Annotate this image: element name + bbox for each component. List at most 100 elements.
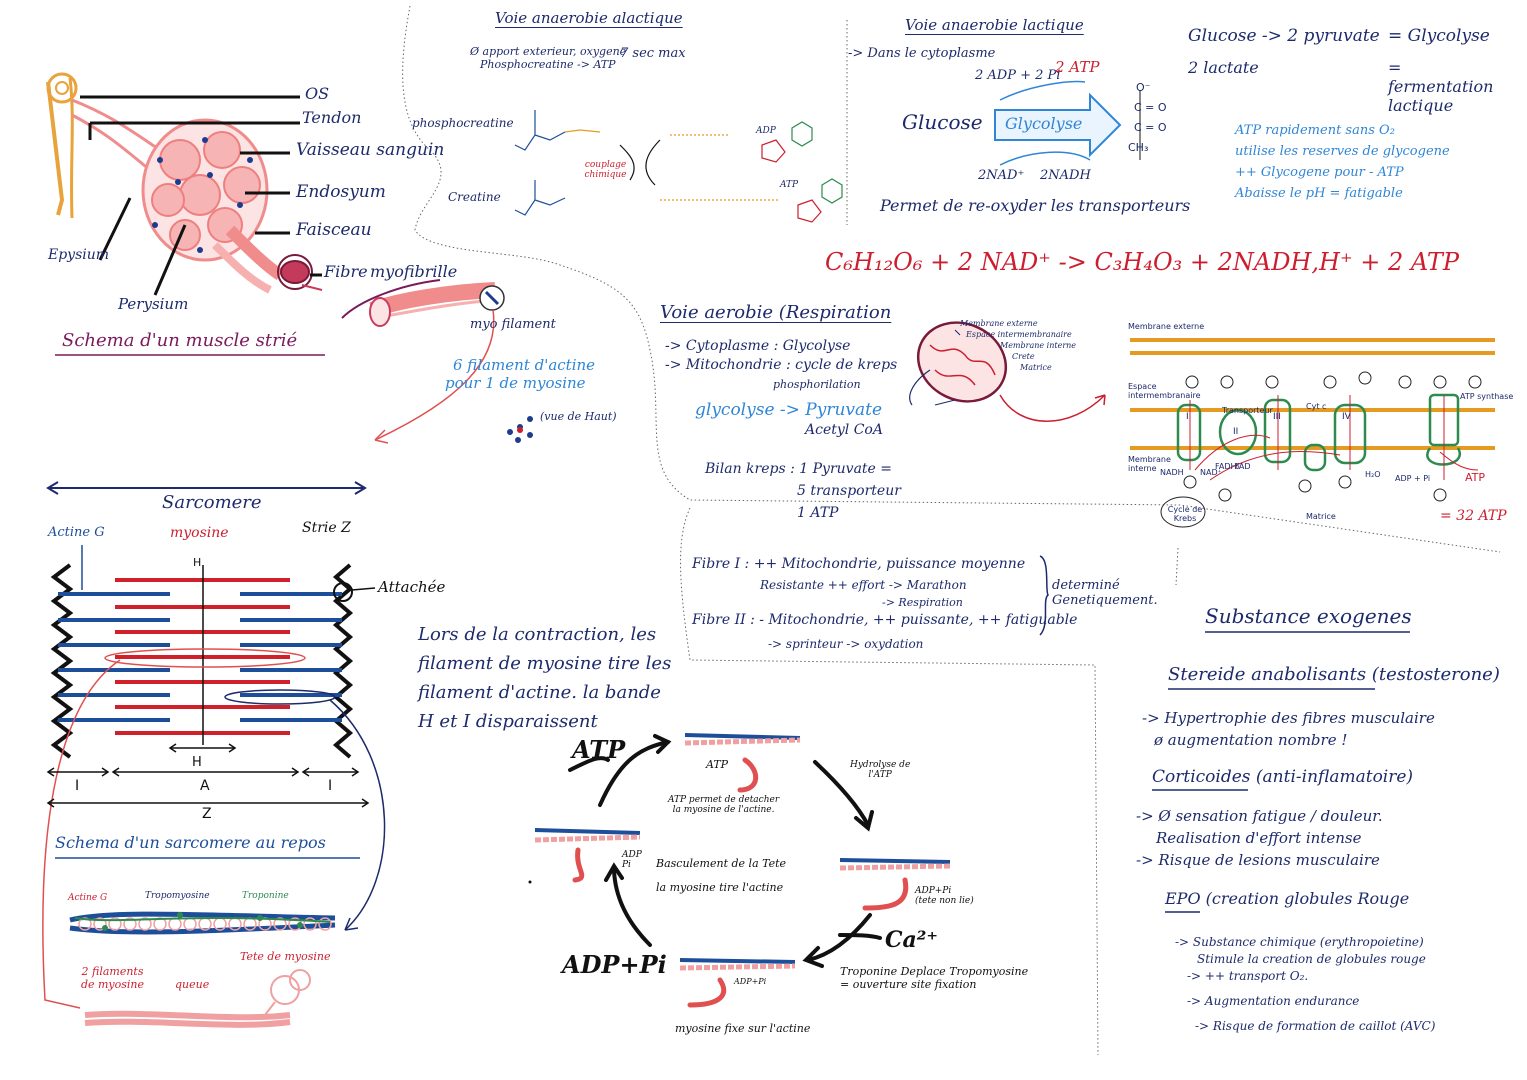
label-myofilament: myo filament xyxy=(470,317,556,332)
alactique-notes: Ø apport exterieur, oxygene Phosphocreat… xyxy=(470,45,627,71)
glycolyse-arrow xyxy=(994,80,1141,166)
cycle-top-note: ATP permet de detacher la myosine de l'a… xyxy=(668,795,780,815)
cycle-calcium: Ca²⁺ xyxy=(885,927,939,953)
cycle-bottom-note: myosine fixe sur l'actine xyxy=(675,1022,811,1035)
alactique-title: Voie anaerobie alactique xyxy=(495,9,683,27)
fibre2-line1: Fibre II : - Mitochondrie, ++ puissante,… xyxy=(692,612,1078,628)
aerobie-title: Voie aerobie (Respiration xyxy=(660,302,892,323)
lactique-equation: 2 ADP + 2 Pi xyxy=(975,68,1061,83)
band-i-left: I xyxy=(75,778,80,794)
cortico-notes: -> Ø sensation fatigue / douleur. Realis… xyxy=(1136,807,1383,869)
label-creatine: Creatine xyxy=(448,190,501,204)
cycle-hydrolyse: Hydrolyse de l'ATP xyxy=(850,760,911,780)
etc-complex-1: I xyxy=(1186,412,1189,422)
etc-complex-3: III xyxy=(1273,412,1281,422)
etc-label-atp: ATP xyxy=(1465,471,1486,484)
label-epysium: Epysium xyxy=(48,247,110,263)
cycle-left-label: ADP Pi xyxy=(622,850,642,870)
contraction-text: Lors de la contraction, les filament de … xyxy=(418,624,672,732)
steroide-notes: -> Hypertrophie des fibres musculaire ø … xyxy=(1142,709,1435,749)
mito-labels: Membrane externe Espace intermembranaire… xyxy=(960,319,1077,372)
etc-label-cytc: Cyt c xyxy=(1306,402,1327,411)
label-actine-g: Actine G xyxy=(48,525,105,540)
etc-complex-4: IV xyxy=(1342,412,1351,422)
etc-label-nadh: NADH xyxy=(1160,468,1184,477)
lactique-atp: 2 ATP xyxy=(1055,58,1100,76)
label-vaisseau: Vaisseau sanguin xyxy=(296,140,445,160)
lactique-nadh: 2NADH xyxy=(1040,168,1091,183)
band-a: A xyxy=(200,778,210,794)
label-strie-z: Strie Z xyxy=(302,520,351,536)
sarcomere-title: Sarcomere xyxy=(162,492,262,513)
label-myofibrille: myofibrille xyxy=(370,262,458,281)
label-couplage: couplage chimique xyxy=(584,160,627,180)
etc-label-fadh2: FADH₂ xyxy=(1215,462,1240,471)
aerobie-acetyl: Acetyl CoA xyxy=(805,422,883,438)
muscle-diagram xyxy=(46,72,533,444)
contraction-cycle-drawing xyxy=(528,733,951,1008)
fibre2-line2: -> sprinteur -> oxydation xyxy=(768,637,924,651)
lactique-glycolyse: Glycolyse xyxy=(1005,114,1083,133)
etc-label-nad: NAD⁺ xyxy=(1200,468,1222,477)
myosin-tete: Tete de myosine xyxy=(240,950,331,963)
label-os: OS xyxy=(305,84,330,103)
label-atp: ATP xyxy=(780,180,799,190)
cortico-title: Corticoides (anti-inflamatoire) xyxy=(1152,767,1414,787)
cycle-adppi: ADP+Pi xyxy=(562,950,667,979)
summary-result-2: = fermentation lactique xyxy=(1388,58,1494,115)
summary-line-2: 2 lactate xyxy=(1188,58,1259,77)
section-dividers xyxy=(402,5,1501,1056)
pyruvate-formula: O⁻ C = O C = O CH₃ xyxy=(1128,81,1167,154)
etc-label-matrice: Matrice xyxy=(1306,512,1336,521)
lactique-note: Permet de re-oxyder les transporteurs xyxy=(880,196,1191,215)
label-myosine: myosine xyxy=(170,525,229,541)
label-adp: ADP xyxy=(756,126,776,136)
etc-label-krebs: Cycle de Krebs xyxy=(1167,505,1203,523)
lactique-nad: 2NAD⁺ xyxy=(978,168,1025,183)
label-faisceau: Faisceau xyxy=(296,220,372,240)
cycle-right-label: ADP+Pi (tete non lie) xyxy=(915,886,974,906)
substances-title: Substance exogenes xyxy=(1205,604,1412,628)
phosphocreatine-structures xyxy=(514,110,843,223)
detail-tropomyosine: Tropomyosine xyxy=(145,891,210,901)
lactique-glucose: Glucose xyxy=(902,110,983,134)
etc-label-transporteur: Transporteur xyxy=(1222,406,1273,415)
fibres-note: determiné Genetiquement. xyxy=(1052,578,1158,608)
band-i-right: I xyxy=(328,778,333,794)
label-perysium: Perysium xyxy=(118,295,189,313)
aerobie-glycolyse: glycolyse -> Pyruvate xyxy=(695,400,883,420)
fibre1-line3: -> Respiration xyxy=(882,596,963,609)
aerobie-lines: -> Cytoplasme : Glycolyse -> Mitochondri… xyxy=(665,338,898,391)
detail-actine-g: Actine G xyxy=(68,893,108,903)
etc-label-espace: Espace intermembranaire xyxy=(1128,382,1201,400)
label-phosphocreatine: phosphocreatine xyxy=(412,116,514,130)
fibre-bracket xyxy=(1039,555,1049,636)
cycle-bottom-label: ADP+Pi xyxy=(734,977,767,986)
etc-label-adp-pi: ADP + Pi xyxy=(1395,474,1431,483)
aerobie-bilan: Bilan kreps : 1 Pyruvate = 5 transporteu… xyxy=(705,461,901,521)
band-h: H xyxy=(192,755,202,770)
band-z: Z xyxy=(202,806,212,822)
glucose-equation: C₆H₁₂O₆ + 2 NAD⁺ -> C₃H₄O₃ + 2NADH,H⁺ + … xyxy=(825,248,1460,276)
sarcomere-diagram xyxy=(42,481,386,1028)
lactique-title: Voie anaerobie lactique xyxy=(905,16,1084,34)
label-attachee: Attachée xyxy=(378,578,446,596)
mitochondrion-drawing xyxy=(909,321,1106,422)
vue-label: (vue de Haut) xyxy=(540,410,617,423)
summary-notes: ATP rapidement sans O₂ utilise les reser… xyxy=(1235,123,1450,201)
steroide-title: Stereide anabolisants (testosterone) xyxy=(1168,664,1500,685)
cycle-bascule: Basculement de la Tete la myosine tire l… xyxy=(656,857,787,894)
detail-troponine: Troponine xyxy=(242,891,289,901)
etc-label-fad: FAD xyxy=(1235,462,1251,471)
electron-transport-chain xyxy=(1130,338,1495,528)
cycle-atp: ATP xyxy=(572,735,626,764)
sarcomere-schema-title: Schema d'un sarcomere au repos xyxy=(55,833,326,852)
fibre1-line1: Fibre I : ++ Mitochondrie, puissance moy… xyxy=(692,556,1026,572)
label-endosyum: Endosyum xyxy=(296,182,386,202)
alactique-duree: 7 sec max xyxy=(620,46,686,61)
fibre1-line2: Resistante ++ effort -> Marathon xyxy=(760,578,967,592)
label-h-top: H xyxy=(193,556,202,569)
etc-label-membrane-externe: Membrane externe xyxy=(1128,322,1205,331)
myosin-queue: queue xyxy=(175,978,210,991)
